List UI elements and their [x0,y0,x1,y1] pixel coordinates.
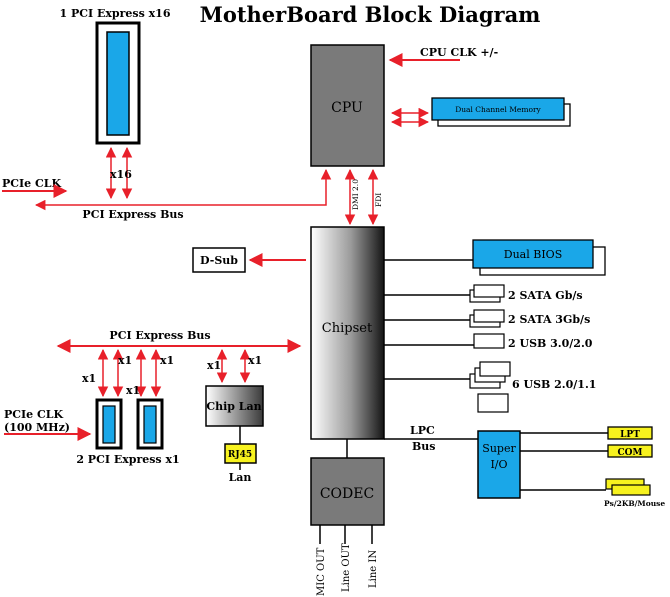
dual-bios-block [472,239,594,269]
cpu-clk-label: CPU CLK +/- [420,46,498,59]
pcie-x1-slot-b-inner [143,405,157,444]
ps2-label: Ps/2KB/Mouse [604,499,665,508]
pcie-x1-slot-a-inner [102,405,116,444]
cpu-label: CPU [331,100,363,116]
lane-x1-label-a: x1 [82,372,96,385]
page-title: MotherBoard Block Diagram [200,2,541,27]
usb2-label: 6 USB 2.0/1.1 [512,378,596,391]
memory-block [431,97,565,121]
lane-x1-label-e: x1 [207,359,221,372]
usb3-port [473,333,505,349]
lpc-bus-label-2: Bus [412,440,436,453]
lane-x1-label-d: x1 [160,354,174,367]
codec-block [310,457,385,526]
pcie-x16-slot-label: 1 PCI Express x16 [60,7,171,20]
pci-express-bus-top [34,168,332,211]
chip-lan-block [205,385,264,427]
usb3-label: 2 USB 3.0/2.0 [508,337,593,350]
cpu-block [310,44,385,167]
dual-bios-label: Dual BIOS [504,248,562,261]
sata-gbs-label: 2 SATA Gb/s [508,289,583,302]
pcie-x1-slot-label: 2 PCI Express x1 [76,453,179,466]
usb2-port-a [479,361,511,377]
fdi-label: FDI [374,193,383,207]
chipset-block [310,226,385,440]
pcie-clk-100-label-1: PCIe CLK [4,408,63,421]
pcie-x16-slot-inner [106,31,130,136]
dmi-label: DMI 2.0 [351,179,360,210]
dsub-label: D-Sub [200,254,238,267]
lan-port-label: Lan [229,471,252,484]
sata-gbs-port-a [473,284,505,298]
rj45-label: RJ45 [228,450,252,460]
com-label: COM [618,448,643,458]
pcie-clk-100-label-2: (100 MHz) [4,421,70,434]
pcie-clk-label: PCIe CLK [2,177,61,190]
chipset-label: Chipset [322,321,373,336]
ps2-block-b [611,484,651,496]
line-out-label: Line OUT [341,543,352,592]
lane-x1-label-c: x1 [126,384,140,397]
pci-express-bus-top-label: PCI Express Bus [82,208,183,221]
lane-x1-label-f: x1 [248,354,262,367]
memory-label: Dual Channel Memory [455,105,541,114]
lpt-block [607,426,653,440]
super-io-label-1: Super [482,442,516,455]
sata-3gbs-label: 2 SATA 3Gb/s [508,313,590,326]
lane-x1-label-b: x1 [118,354,132,367]
lpt-label: LPT [620,430,640,440]
codec-label: CODEC [320,486,374,502]
dsub-block [192,247,246,273]
com-block [607,444,653,458]
lpc-bus-label-1: LPC [410,424,435,437]
super-io-label-2: I/O [490,458,507,471]
sata-3gbs-port-a [473,309,505,323]
chip-lan-label: Chip Lan [206,400,261,413]
line-in-label: Line IN [368,550,379,588]
pcie-x16-lane-label: x16 [110,168,132,181]
pci-express-bus-left-label: PCI Express Bus [109,329,210,342]
mic-out-label: MIC OUT [316,547,327,596]
usb2-port-d [477,393,509,413]
super-io-block [477,430,521,499]
